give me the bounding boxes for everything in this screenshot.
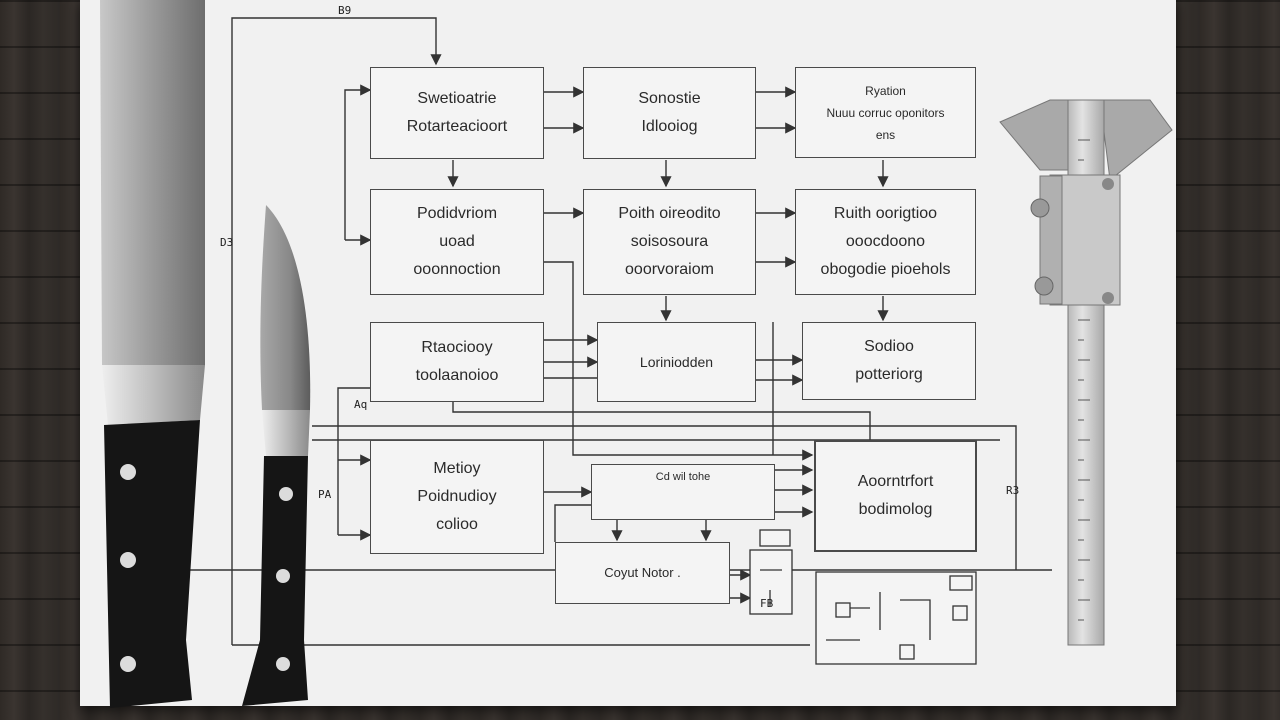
label-left-side: D3 (220, 236, 234, 249)
flow-box-9: Sodioo potteriorg (802, 322, 976, 400)
flow-box-6: Ruith oorigtioo ooocdoono obogodie pioeh… (795, 189, 976, 295)
flow-box-5: Poith oireodito soisosoura ooorvoraiom (583, 189, 756, 295)
flow-box-10: Metioy Poidnudioy colioo (370, 440, 544, 554)
label-top: B9 (338, 4, 352, 17)
component-schematic (749, 529, 977, 665)
flow-box-1: Swetioatrie Rotarteacioort (370, 67, 544, 159)
label-right-mid: R3 (1006, 484, 1020, 497)
flow-box-7: Rtaociooy toolaanoioo (370, 322, 544, 402)
flow-box-11: Cd wil tohe (591, 464, 775, 520)
flow-box-13: Coyut Notor . (555, 542, 730, 604)
label-small-b: FB (760, 597, 774, 610)
flow-box-8: Loriniodden (597, 322, 756, 402)
label-small-a: Aq (354, 398, 368, 411)
flow-box-2: Sonostie Idlooiog (583, 67, 756, 159)
flow-box-12: Aoorntrfort bodimolog (814, 440, 977, 552)
flow-box-3: Ryation Nuuu corruc oponitors ens (795, 67, 976, 158)
label-left-mid: PA (318, 488, 332, 501)
flow-box-4: Podidvriom uoad ooonnoction (370, 189, 544, 295)
